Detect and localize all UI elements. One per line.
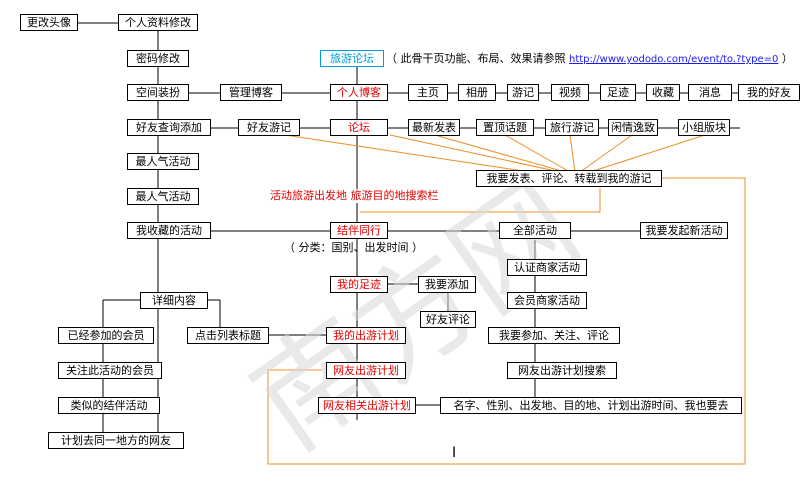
node-personal-blog: 个人博客 xyxy=(330,84,388,101)
node-my-trip-plan: 我的出游计划 xyxy=(326,327,406,344)
node-similar: 类似的结伴活动 xyxy=(58,397,160,414)
node-detail: 详细内容 xyxy=(140,292,208,309)
node-leisure: 闲情逸致 xyxy=(608,119,658,136)
node-avatar: 更改头像 xyxy=(20,14,78,31)
category-note: （ 分类：国别、出发时间 ） xyxy=(284,241,423,254)
node-my-footprint: 我的足迹 xyxy=(330,276,388,293)
node-followers: 关注此活动的会员 xyxy=(58,362,162,379)
node-travelogue: 游记 xyxy=(507,84,539,101)
forum-note-close: ） xyxy=(781,52,793,65)
node-top-topic: 置顶话题 xyxy=(476,119,534,136)
node-section: 小组版块 xyxy=(678,119,730,136)
node-join-follow: 我要参加、关注、评论 xyxy=(488,327,620,344)
text-cursor-icon: Ⅰ xyxy=(452,445,457,461)
node-friend-query: 好友查询添加 xyxy=(127,119,211,136)
node-my-collect-activity: 我收藏的活动 xyxy=(127,222,211,239)
node-all-activity: 全部活动 xyxy=(499,222,571,239)
node-same-place: 计划去同一地方的网友 xyxy=(48,432,184,449)
node-add: 我要添加 xyxy=(418,276,476,293)
forum-reference-link[interactable]: http://www.yododo.com/event/to.?type=0 xyxy=(569,54,779,65)
node-favorites: 收藏 xyxy=(646,84,680,101)
node-member-activity: 会员商家活动 xyxy=(507,292,587,309)
node-search-fields: 名字、性别、出发地、目的地、计划出游时间、我也要去 xyxy=(440,397,742,414)
sitemap-diagram: 南方网 更改头像 个人资料修改 旅游论坛 （ 此骨干页功能、布局、效果请参照 h… xyxy=(20,14,800,477)
node-friend-related-plan: 网友相关出游计划 xyxy=(318,397,416,414)
node-share-travelogue: 我要发表、评论、转载到我的游记 xyxy=(476,170,662,187)
node-my-friends: 我的好友 xyxy=(738,84,800,101)
node-video: 视频 xyxy=(551,84,589,101)
node-password: 密码修改 xyxy=(127,50,189,67)
node-click-title: 点击列表标题 xyxy=(187,327,269,344)
node-popular-1: 最人气活动 xyxy=(127,153,199,170)
node-home: 主页 xyxy=(408,84,448,101)
node-forum-travelogue: 旅行游记 xyxy=(545,119,599,136)
node-friend-comment: 好友评论 xyxy=(420,311,476,328)
connector-lines xyxy=(78,22,800,465)
node-travel-forum: 旅游论坛 xyxy=(320,50,384,67)
node-profile: 个人资料修改 xyxy=(118,14,198,31)
node-joined-members: 已经参加的会员 xyxy=(58,327,154,344)
forum-note-text: （ 此骨干页功能、布局、效果请参照 xyxy=(386,52,566,65)
node-friend-plan-search: 网友出游计划搜索 xyxy=(507,362,617,379)
node-popular-2: 最人气活动 xyxy=(127,188,199,205)
node-certified-activity: 认证商家活动 xyxy=(507,259,587,276)
node-messages: 消息 xyxy=(688,84,732,101)
node-friend-travelogue: 好友游记 xyxy=(238,119,300,136)
node-start-activity: 我要发起新活动 xyxy=(640,222,728,239)
node-companion: 结伴同行 xyxy=(330,222,388,239)
node-footprint: 足迹 xyxy=(600,84,636,101)
node-manage-blog: 管理博客 xyxy=(220,84,282,101)
forum-note: （ 此骨干页功能、布局、效果请参照 http://www.yododo.com/… xyxy=(386,52,793,67)
node-album: 相册 xyxy=(458,84,496,101)
search-bar-label: 活动旅游出发地 旅游目的地搜索栏 xyxy=(270,189,439,203)
node-forum: 论坛 xyxy=(330,119,388,136)
node-friend-trip-plan: 网友出游计划 xyxy=(326,362,406,379)
node-space: 空间装扮 xyxy=(127,84,189,101)
node-newest-post: 最新发表 xyxy=(408,119,460,136)
